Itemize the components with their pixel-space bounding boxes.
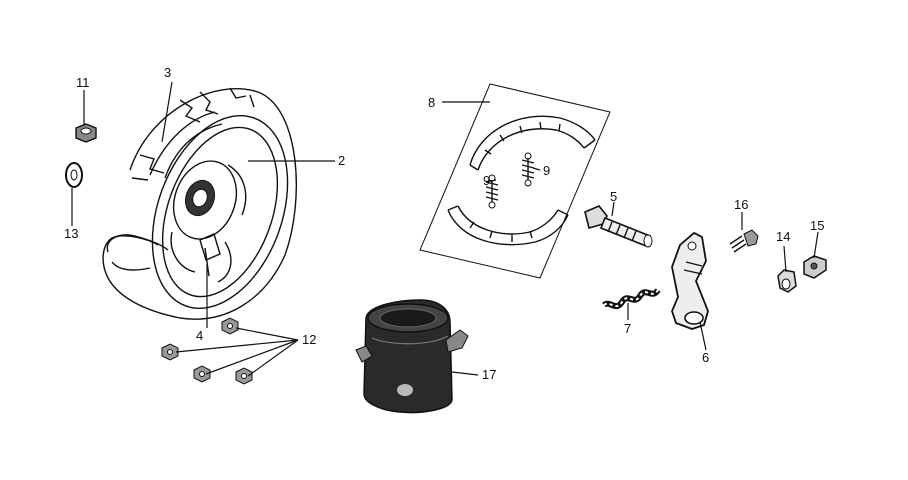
callout-13: 13 [64, 226, 78, 241]
axle-nut [75, 123, 97, 143]
brake-shoe-kit [419, 83, 611, 279]
wheel-nut-4 [235, 367, 253, 385]
brake-cam [584, 205, 653, 248]
brake-shoe-lower [447, 205, 569, 246]
brake-kit-outline [419, 83, 611, 279]
callout-4: 4 [196, 328, 203, 343]
callout-5: 5 [610, 189, 617, 204]
wheel-nut-2 [221, 317, 239, 335]
brake-drum [355, 299, 469, 414]
callout-2: 2 [338, 153, 345, 168]
cable-adjuster-pin [803, 255, 827, 279]
wheel-rim [151, 114, 289, 310]
callout-8: 8 [428, 95, 435, 110]
callout-3: 3 [164, 65, 171, 80]
return-spring [602, 288, 661, 310]
callout-17: 17 [482, 367, 496, 382]
callout-16: 16 [734, 197, 748, 212]
brake-spring-right [521, 152, 535, 187]
cable-adjuster-nut [777, 269, 797, 293]
valve-stem [199, 233, 221, 277]
leader-lines [71, 81, 819, 377]
wheel-rim-inner [161, 126, 279, 298]
wheel-nut-3 [193, 365, 211, 383]
wheel-nut-1 [161, 343, 179, 361]
callout-12: 12 [302, 332, 316, 347]
brake-arm [671, 231, 709, 330]
callout-9-left: 9 [483, 173, 490, 188]
callout-9-right: 9 [543, 163, 550, 178]
callout-7: 7 [624, 321, 631, 336]
washer [65, 162, 83, 188]
callouts: 2 3 4 5 6 7 8 9 9 11 12 13 14 15 16 17 [64, 65, 824, 382]
brake-shoe-upper [469, 115, 596, 171]
tire-tread [131, 87, 255, 181]
tire-cutaway [106, 234, 169, 271]
callout-11: 11 [76, 75, 90, 90]
tire [102, 88, 298, 320]
wheel-hub [172, 160, 238, 240]
callout-15: 15 [810, 218, 824, 233]
arm-bolt [729, 229, 759, 253]
callout-6: 6 [702, 350, 709, 365]
wheel-nuts [161, 317, 253, 385]
wheel-spokes [170, 164, 247, 283]
rear-wheel-assembly [102, 87, 298, 320]
callout-14: 14 [776, 229, 790, 244]
